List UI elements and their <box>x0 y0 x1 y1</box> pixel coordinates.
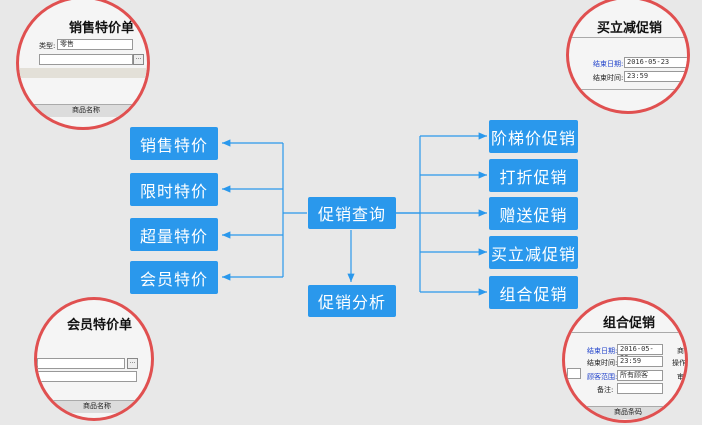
end-time-label: 结束时间: <box>587 359 618 367</box>
column-header: 商品名称 <box>19 104 147 117</box>
node-gift-promo[interactable]: 赠送促销 <box>489 197 578 230</box>
form-title: 买立减促销 <box>597 21 663 36</box>
end-time-field[interactable]: 23:59 <box>617 356 663 367</box>
end-date-field[interactable]: 2016-05-23 <box>624 57 687 68</box>
node-bulk-special[interactable]: 超量特价 <box>130 218 218 251</box>
divider <box>565 332 685 333</box>
node-tiered-promo[interactable]: 阶梯价促销 <box>489 120 578 153</box>
preview-combo-promo-form: 组合促销 结束日期: 2016-05-23 商 结束时间: 23:59 操作 顾… <box>562 297 688 423</box>
node-promo-analysis[interactable]: 促销分析 <box>308 285 396 317</box>
form-title: 会员特价单 <box>67 318 133 333</box>
ellipsis-button[interactable]: ... <box>127 358 138 369</box>
end-time-label: 结束时间: <box>593 74 624 82</box>
left-stub-field[interactable] <box>567 368 581 379</box>
column-header: 商品名称 <box>37 400 151 413</box>
customer-range-label: 顾客范围: <box>587 373 618 381</box>
node-buy-reduce-promo[interactable]: 买立减促销 <box>489 236 578 269</box>
node-sale-special[interactable]: 销售特价 <box>130 127 218 160</box>
side-label-1: 商 <box>677 347 684 355</box>
preview-member-special-form: 会员特价单 ... 商品名称 <box>34 297 154 421</box>
end-time-field[interactable]: 23:59 <box>624 71 687 82</box>
node-discount-promo[interactable]: 打折促销 <box>489 159 578 192</box>
ellipsis-button[interactable]: ... <box>133 54 144 65</box>
customer-range-field[interactable]: 所有顾客 <box>617 370 663 381</box>
side-label-3: 审 <box>677 373 684 381</box>
side-label-2: 操作 <box>672 359 686 367</box>
node-combo-promo[interactable]: 组合促销 <box>489 276 578 309</box>
node-member-special[interactable]: 会员特价 <box>130 261 218 294</box>
form-title: 销售特价单 <box>69 21 135 36</box>
preview-buy-reduce-form: 手补 买立减促销 结束日期: 2016-05-23 结束时间: 23:59 <box>566 0 690 114</box>
column-header: 商品条码 <box>565 406 685 419</box>
node-timed-special[interactable]: 限时特价 <box>130 173 218 206</box>
end-date-field[interactable]: 2016-05-23 <box>617 344 663 362</box>
end-date-label: 结束日期: <box>593 60 624 68</box>
end-date-label: 结束日期: <box>587 347 618 355</box>
blank-field-1[interactable] <box>37 358 125 369</box>
divider <box>569 37 687 38</box>
note-field[interactable] <box>617 383 663 394</box>
preview-sale-special-form: 销售特价单 类型: 零售 ... 销 商品名称 <box>16 0 150 130</box>
note-label: 备注: <box>597 386 614 394</box>
blank-field[interactable] <box>39 54 133 65</box>
header-hint: 手补 <box>665 4 679 12</box>
type-label: 类型: <box>39 42 56 50</box>
divider <box>569 89 687 90</box>
type-field[interactable]: 零售 <box>57 39 133 50</box>
form-title: 组合促销 <box>603 316 656 331</box>
gray-band <box>19 68 147 78</box>
side-label: 销 <box>146 70 147 80</box>
node-promo-query[interactable]: 促销查询 <box>308 197 396 229</box>
blank-field-2[interactable] <box>37 371 137 382</box>
